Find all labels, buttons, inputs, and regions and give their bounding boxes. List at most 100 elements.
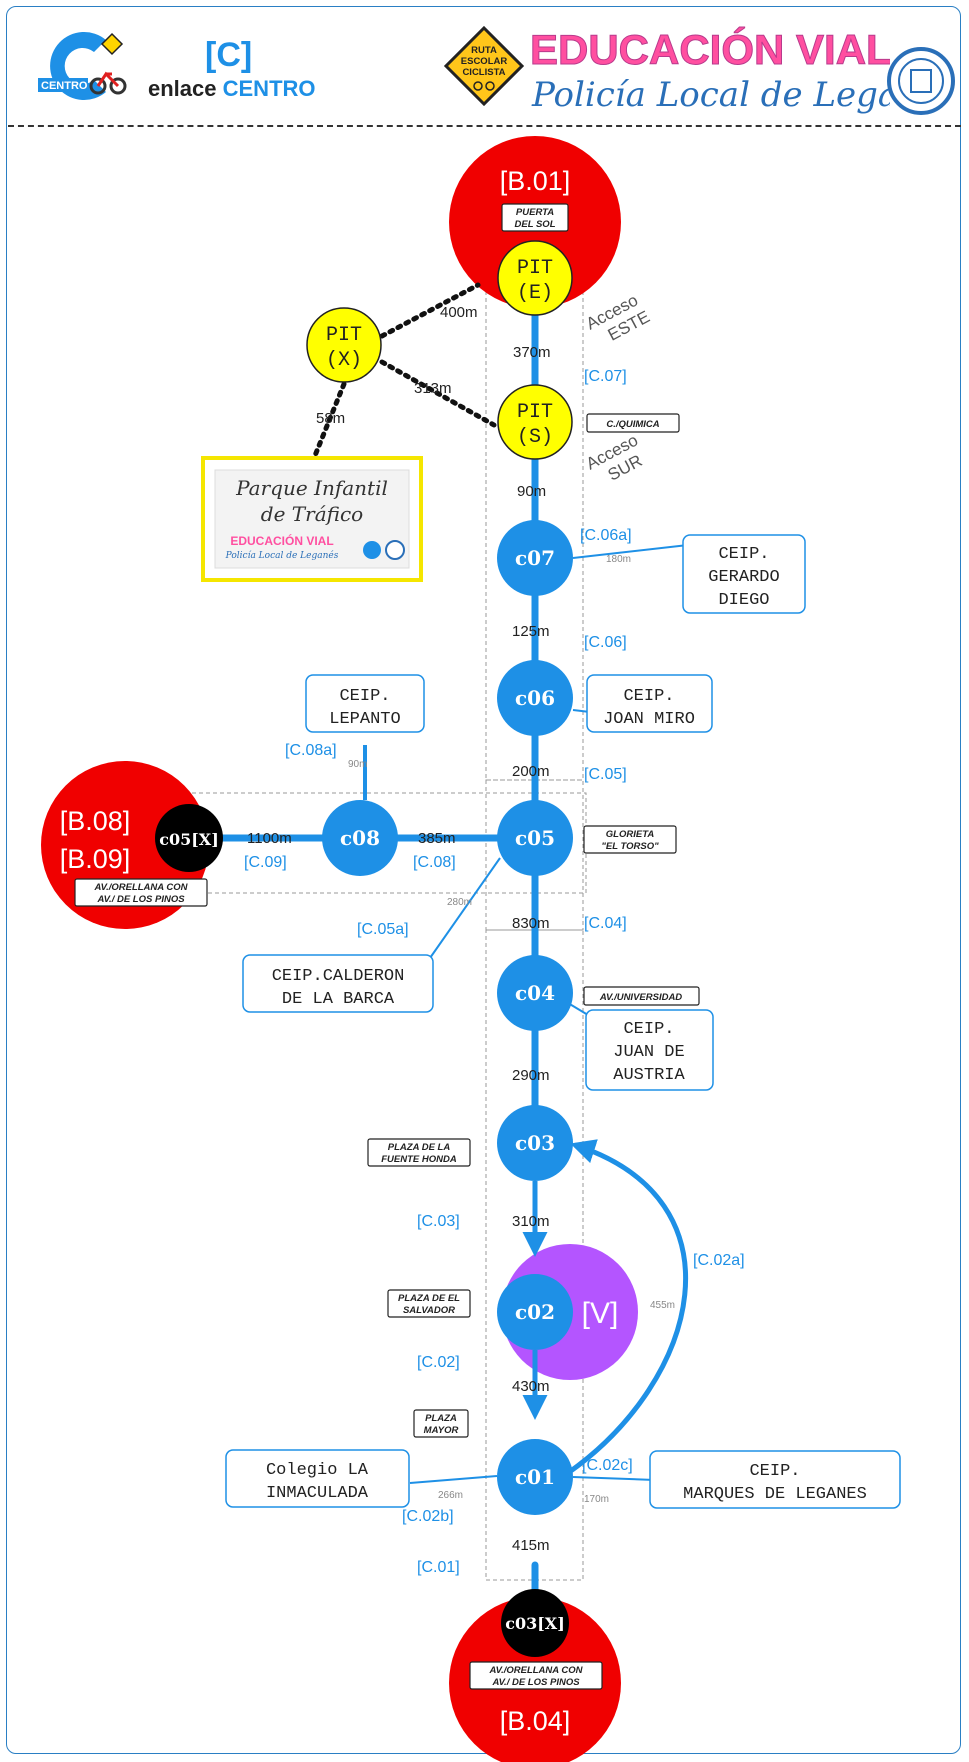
route-c08: [C.08] [413, 854, 456, 871]
stop-c04-label: c04 [515, 981, 555, 1005]
tag-puerta-del-sol: PUERTA DEL SOL [501, 203, 569, 232]
link-c05-calderon [429, 857, 501, 959]
stop-c08-label: c08 [340, 826, 380, 850]
stop-c05x [155, 804, 223, 872]
school-lepanto-line-1: CEIP. [339, 687, 390, 706]
stop-c07-label: c07 [515, 546, 555, 570]
tag-b04-line-1: AV./ORELLANA CON [488, 1665, 583, 1676]
school-inmaculada-line-1: Colegio LA [266, 1461, 369, 1480]
stop-c01-label: c01 [515, 1465, 555, 1489]
route-c09: [C.09] [244, 854, 287, 871]
tag-b04-line-2: AV./ DE LOS PINOS [491, 1677, 580, 1688]
stop-c01 [497, 1439, 573, 1515]
school-inmaculada-line-2: INMACULADA [266, 1484, 369, 1503]
stop-c05-label: c05 [515, 826, 555, 850]
tag-salvador-line-2: SALVADOR [403, 1305, 455, 1316]
park-brand-line-1: EDUCACIÓN VIAL [230, 533, 333, 548]
route-c04: [C.04] [584, 915, 627, 932]
tag-universidad-text: AV./UNIVERSIDAD [599, 992, 682, 1003]
school-austria-line-3: AUSTRIA [613, 1066, 685, 1085]
stop-c03x [501, 1589, 569, 1657]
dist-c06-c05: 200m [512, 763, 550, 780]
dist-c01-school-left: 266m [438, 1490, 463, 1501]
dist-c07-c06: 125m [512, 623, 550, 640]
acceso-sur: Acceso SUR [583, 431, 645, 485]
stop-c04 [497, 955, 573, 1031]
tag-b04-address: AV./ORELLANA CON AV./ DE LOS PINOS [469, 1661, 603, 1690]
school-joan-miro: CEIP. JOAN MIRO [586, 674, 713, 733]
route-c02a: [C.02a] [693, 1252, 745, 1269]
sign-line-3: CICLISTA [462, 67, 505, 78]
municipal-seal-icon [887, 47, 955, 115]
dist-c01-school-right: 170m [584, 1494, 609, 1505]
terminal-b01-code: [B.01] [500, 166, 571, 196]
dist-c05-c04: 830m [512, 915, 550, 932]
pit-s-line-1: PIT [517, 401, 553, 424]
dist-pitx-pite: 400m [440, 304, 478, 321]
tag-puerta-line-2: DEL SOL [515, 219, 556, 230]
link-c01-marques [572, 1476, 656, 1481]
park-seal-icon [385, 540, 405, 560]
arrow-c01-c03 [566, 1139, 688, 1476]
brand-line-1: EDUCACIÓN VIAL [530, 25, 890, 73]
pit-x-line-2: (X) [326, 349, 362, 372]
route-code: [C] [205, 36, 253, 74]
dist-c02-c01: 430m [512, 1378, 550, 1395]
school-gerardo-line-3: DIEGO [718, 591, 769, 610]
terminal-b08-code: [B.08] [60, 806, 131, 836]
sign-line-2: ESCOLAR [461, 56, 508, 67]
school-la-inmaculada: Colegio LA INMACULADA [225, 1449, 410, 1508]
dist-c07-school: 180m [606, 554, 631, 565]
school-lepanto: CEIP. LEPANTO [305, 674, 425, 733]
tag-puerta-line-1: PUERTA [516, 207, 554, 218]
bike-wheel-icon [89, 77, 107, 95]
school-gerardo-diego: CEIP. GERARDO DIEGO [682, 534, 806, 614]
pit-x-node: PIT (X) [306, 307, 382, 383]
route-c07: [C.07] [584, 368, 627, 385]
centro-logo: CENTRO [38, 32, 127, 100]
park-line-1: Parque Infantil [235, 476, 388, 500]
park-line-2: de Tráfico [261, 502, 363, 526]
dist-c03-c02: 310m [512, 1213, 550, 1230]
tag-plaza-mayor: PLAZA MAYOR [413, 1409, 469, 1438]
tag-glorieta-torso: GLORIETA "EL TORSO" [583, 825, 677, 854]
dist-c01-c03x: 415m [512, 1537, 550, 1554]
pit-e-line-2: (E) [517, 282, 553, 305]
tag-universidad: AV./UNIVERSIDAD [583, 986, 700, 1006]
route-c02: [C.02] [417, 1354, 460, 1371]
tag-fuente-line-2: FUENTE HONDA [381, 1154, 457, 1165]
school-calderon-line-1: CEIP.CALDERON [272, 967, 405, 986]
tag-salvador-line-1: PLAZA DE EL [398, 1293, 460, 1304]
tag-b08-line-2: AV./ DE LOS PINOS [96, 894, 185, 905]
route-c02c: [C.02c] [582, 1457, 633, 1474]
stop-c02-label: c02 [515, 1300, 555, 1324]
logo-label: CENTRO [41, 80, 88, 92]
stop-c06-label: c06 [515, 686, 555, 710]
school-miro-line-2: JOAN MIRO [603, 710, 695, 729]
dist-pitx-park: 58m [316, 410, 345, 427]
dist-c08-school: 90m [348, 759, 367, 770]
educacion-vial-brand: EDUCACIÓN VIAL Policía Local de Leganés [530, 25, 890, 116]
stop-c02 [497, 1274, 573, 1350]
school-calderon: CEIP.CALDERON DE LA BARCA [242, 954, 434, 1013]
mini-sign-icon [100, 32, 124, 56]
stop-c05 [497, 800, 573, 876]
school-austria-line-2: JUAN DE [613, 1043, 684, 1062]
route-c08a: [C.08a] [285, 742, 337, 759]
stop-c03x-label: c03[X] [505, 1614, 565, 1633]
tag-fuente-honda: PLAZA DE LA FUENTE HONDA [367, 1138, 471, 1167]
brand-line-2: Policía Local de Leganés [531, 75, 890, 115]
school-miro-line-1: CEIP. [623, 687, 674, 706]
stop-c06 [497, 660, 573, 736]
dist-pits-c07: 90m [517, 483, 546, 500]
tag-quimica-text: C./QUIMICA [606, 419, 659, 430]
school-marques-line-2: MARQUES DE LEGANES [683, 1485, 867, 1504]
page-frame [6, 6, 961, 1754]
school-lepanto-line-2: LEPANTO [329, 710, 400, 729]
school-marques-line-1: CEIP. [749, 1462, 800, 1481]
tag-salvador: PLAZA DE EL SALVADOR [387, 1289, 471, 1318]
stop-c05x-label: c05[X] [159, 830, 219, 849]
route-c03: [C.03] [417, 1213, 460, 1230]
tag-torso-line-2: "EL TORSO" [601, 841, 659, 852]
